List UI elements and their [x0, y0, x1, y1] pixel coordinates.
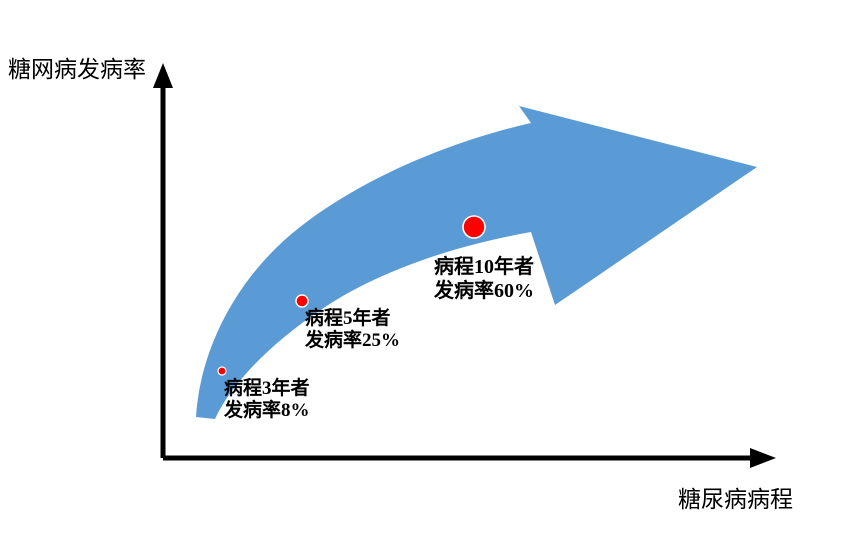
growth-arrow-body [196, 123, 531, 419]
x-axis-arrowhead [750, 448, 776, 468]
annotation-5y-line2: 发病率25% [305, 330, 401, 352]
annotation-3y: 病程3年者 发病率8% [224, 378, 310, 423]
growth-arrow [196, 106, 757, 419]
annotation-3y-line1: 病程3年者 [224, 378, 310, 399]
data-point-3y [217, 366, 227, 376]
data-point-5y [295, 294, 309, 308]
data-points [217, 215, 486, 376]
data-point-10y [462, 215, 486, 239]
y-axis [153, 63, 173, 458]
annotation-10y-line1: 病程10年者 [434, 256, 534, 278]
annotation-5y-line1: 病程5年者 [305, 308, 391, 329]
x-axis [163, 448, 776, 468]
annotation-10y-line2: 发病率60% [434, 279, 534, 302]
annotation-5y: 病程5年者 发病率25% [305, 308, 400, 353]
y-axis-title: 糖网病发病率 [8, 57, 146, 82]
x-axis-title: 糖尿病病程 [678, 487, 793, 512]
annotation-3y-line2: 发病率8% [224, 400, 310, 422]
y-axis-arrowhead [153, 63, 173, 88]
annotation-10y: 病程10年者 发病率60% [434, 256, 534, 303]
growth-arrow-head [519, 106, 757, 305]
